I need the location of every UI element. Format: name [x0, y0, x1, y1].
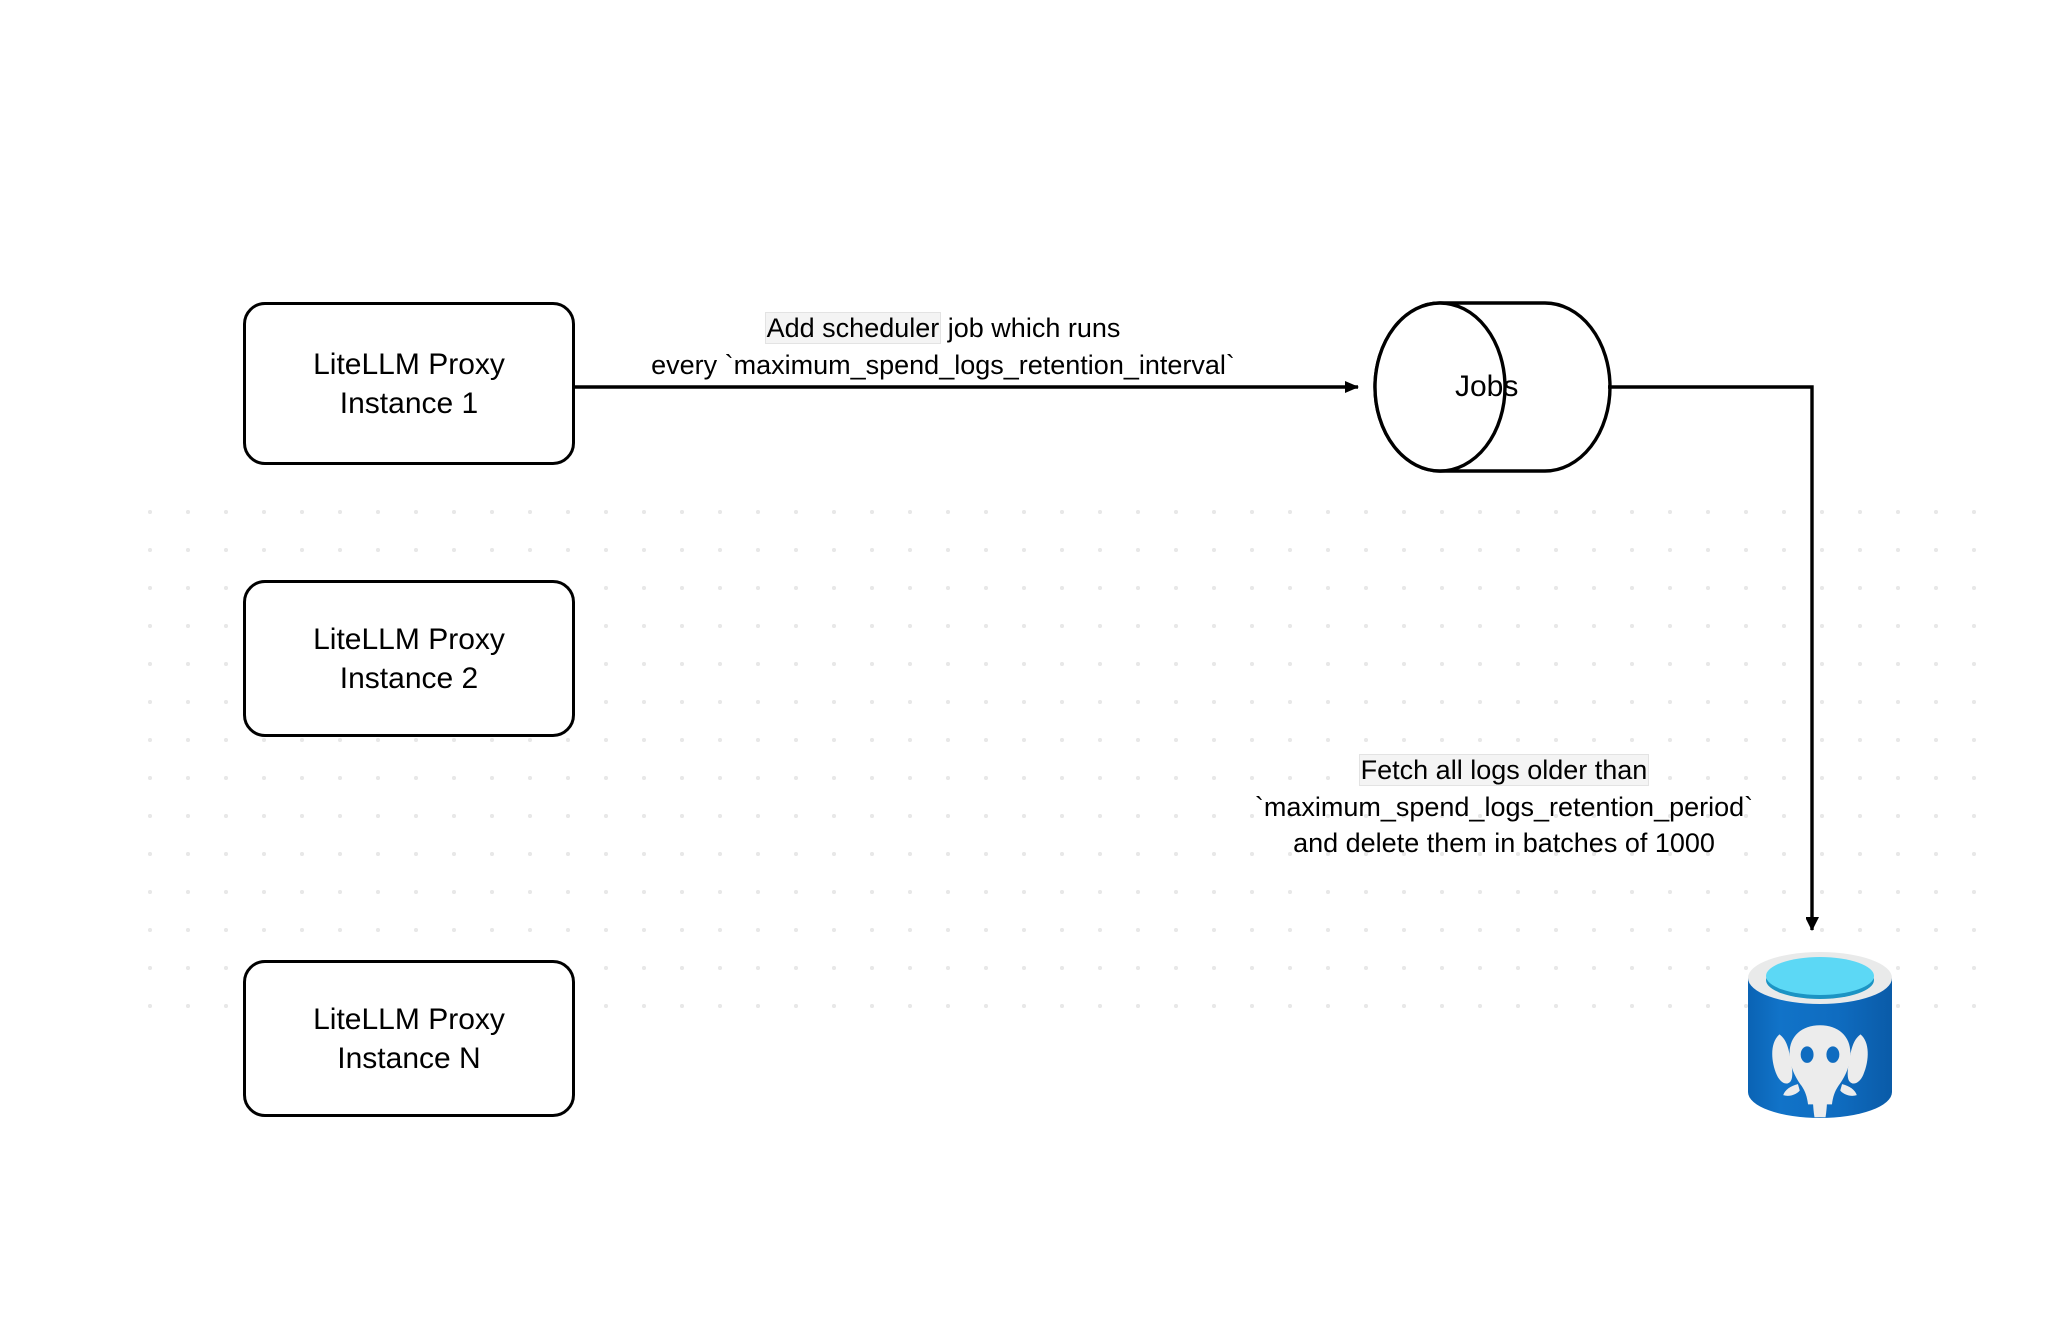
edge-label-scheduler-highlight: Add scheduler	[765, 313, 941, 343]
node-label-line2: Instance 2	[339, 661, 479, 695]
node-label-line1: LiteLLM Proxy	[313, 1002, 505, 1036]
edge-label-cleanup-line1: Fetch all logs older than	[1210, 752, 1798, 789]
edge-label-scheduler-line2: every `maximum_spend_logs_retention_inte…	[651, 349, 1235, 380]
node-label-line1: LiteLLM Proxy	[313, 622, 505, 656]
edge-label-scheduler-line1: Add scheduler job which runs	[586, 310, 1300, 347]
postgresql-database-icon	[1748, 952, 1892, 1118]
node-label-line2: Instance 1	[339, 386, 479, 420]
edge-label-cleanup-highlight: Fetch all logs older than	[1359, 755, 1649, 785]
edge-label-scheduler-rest: job which runs	[940, 313, 1121, 343]
edge-label-cleanup-line3: and delete them in batches of 1000	[1293, 828, 1715, 859]
node-litellm-proxy-instance-1[interactable]: LiteLLM Proxy Instance 1	[243, 302, 575, 465]
node-litellm-proxy-instance-n[interactable]: LiteLLM Proxy Instance N	[243, 960, 575, 1117]
node-litellm-proxy-instance-2[interactable]: LiteLLM Proxy Instance 2	[243, 580, 575, 737]
edge-label-scheduler: Add scheduler job which runs every `maxi…	[586, 310, 1300, 383]
node-jobs-label: Jobs	[1455, 370, 1519, 403]
node-label-line2: Instance N	[337, 1041, 481, 1075]
edge-jobs-to-database	[1608, 385, 1812, 930]
jobs-cylinder-shape	[1373, 301, 1612, 473]
node-label-line1: LiteLLM Proxy	[313, 347, 505, 381]
edge-label-cleanup: Fetch all logs older than `maximum_spend…	[1210, 752, 1798, 862]
edge-label-cleanup-line2: `maximum_spend_logs_retention_period`	[1254, 791, 1754, 822]
